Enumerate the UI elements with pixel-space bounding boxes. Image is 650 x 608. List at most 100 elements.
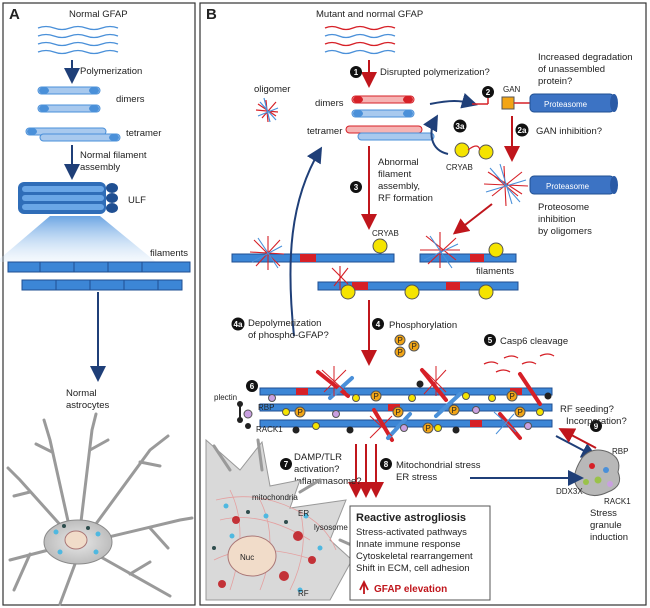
- step4-label: Phosphorylation: [389, 320, 457, 331]
- filaments-label-a: filaments: [150, 248, 188, 259]
- prot-inhib-label-3: by oligomers: [538, 226, 592, 237]
- reactive-astrocyte: [205, 438, 360, 601]
- cryab-cluster: [454, 142, 494, 160]
- oligomer-label: oligomer: [254, 84, 290, 95]
- filaments-label-b: filaments: [476, 266, 514, 277]
- panel-a-letter: A: [9, 6, 20, 23]
- step-3-badge: 3: [350, 181, 362, 193]
- svg-text:2a: 2a: [518, 126, 527, 135]
- mitochondria-label: mitochondria: [252, 493, 298, 502]
- step-4a-badge: 4a: [231, 317, 245, 331]
- step2-label-3: protein?: [538, 76, 572, 87]
- up-arrow-icon: [359, 579, 369, 594]
- svg-text:6: 6: [250, 382, 255, 391]
- step4a-label-1: Depolymerization: [248, 318, 321, 329]
- step9-label-1: RF seeding?: [560, 404, 614, 415]
- organelles-a: [53, 524, 101, 555]
- zoom-cone: [0, 216, 156, 262]
- stress-label-3: induction: [590, 532, 628, 543]
- tetramer-label-b: tetramer: [307, 126, 342, 137]
- step4a-label-2: of phospho-GFAP?: [248, 330, 329, 341]
- svg-text:P: P: [518, 408, 523, 417]
- cryab-label-1: CRYAB: [446, 163, 473, 172]
- ulf-label: ULF: [128, 195, 146, 206]
- panel-b-letter: B: [206, 6, 217, 23]
- reactive-astrogliosis-box: Reactive astrogliosis Stress-activated p…: [349, 505, 491, 601]
- monomer-lines: [37, 25, 119, 55]
- nuc-label: Nuc: [240, 553, 254, 562]
- tetramer-shape: [25, 127, 121, 142]
- mixed-monomers: [324, 25, 396, 55]
- nucleus-a: [64, 530, 88, 550]
- reactive-item-3: Cytoskeletal rearrangement: [356, 551, 473, 562]
- svg-text:P: P: [398, 348, 403, 357]
- reactive-item-1: Stress-activated pathways: [356, 527, 467, 538]
- step9-label-2: Incorporation?: [566, 416, 627, 427]
- panel-b: B Mutant and normal GFAP 1 Disrupted pol…: [199, 2, 647, 606]
- step3-label-4: RF formation: [378, 193, 433, 204]
- step-2a-badge: 2a: [515, 123, 529, 137]
- svg-text:P: P: [412, 342, 417, 351]
- rbp-label: RBP: [258, 403, 274, 412]
- step9-arrow: [558, 428, 597, 449]
- dimers-label: dimers: [116, 94, 145, 105]
- step7-label-2: activation?: [294, 464, 339, 475]
- gan-box: [501, 96, 515, 110]
- step3-label-2: filament: [378, 169, 412, 180]
- step3-label-1: Abnormal: [378, 157, 419, 168]
- svg-text:P: P: [298, 408, 303, 417]
- svg-text:8: 8: [384, 460, 389, 469]
- step1-label: Disrupted polymerization?: [380, 67, 490, 78]
- step8-label-1: Mitochondrial stress: [396, 460, 481, 471]
- plectin-label: plectin: [214, 393, 237, 402]
- svg-text:P: P: [426, 424, 431, 433]
- proteasome-1: [529, 93, 618, 113]
- normal-astrocytes-label-2: astrocytes: [66, 400, 110, 411]
- oligomer-tangle: [255, 97, 279, 123]
- reactive-title: Reactive astrogliosis: [356, 512, 466, 524]
- reactive-filament-bundle: P P P P P P P: [259, 366, 553, 442]
- normal-astrocyte: [6, 412, 194, 606]
- rack1-label-2: RACK1: [604, 497, 631, 506]
- step-6-badge: 6: [246, 380, 258, 392]
- plectin-complex: [237, 401, 253, 429]
- svg-text:5: 5: [488, 336, 493, 345]
- step-4-badge: 4: [372, 318, 384, 330]
- casp6-fragments: [483, 353, 555, 373]
- rf-label: RF: [298, 589, 309, 598]
- panel-a: A Normal GFAP Polymerization dimers tetr…: [0, 2, 196, 606]
- dimer-shapes: [37, 86, 101, 113]
- stress-label-1: Stress: [590, 508, 617, 519]
- proteasome-label-2: Proteasome: [546, 182, 590, 191]
- step-3a-badge: 3a: [453, 119, 467, 133]
- gan-tail: [472, 98, 489, 105]
- tetramer-label: tetramer: [126, 128, 161, 139]
- mixed-dimers: [351, 95, 415, 118]
- step3a-curve-arrow: [423, 114, 449, 155]
- to-gan-arrow: [429, 93, 478, 109]
- svg-text:3: 3: [354, 183, 359, 192]
- cryab-on-filaments: [340, 238, 504, 300]
- rf-tangles-b: [249, 232, 460, 290]
- step5-label: Casp6 cleavage: [500, 336, 568, 347]
- normal-gfap-title: Normal GFAP: [69, 9, 128, 20]
- step4a-arrow: [289, 146, 323, 337]
- svg-text:P: P: [374, 392, 379, 401]
- rack1-label: RACK1: [256, 425, 283, 434]
- step7-label-3: Inflammasome?: [294, 476, 362, 487]
- er-label: ER: [298, 509, 309, 518]
- step2-label-2: of unassembled: [538, 64, 605, 75]
- step2a-label: GAN inhibition?: [536, 126, 602, 137]
- mixed-tetramer: [345, 125, 435, 141]
- svg-text:9: 9: [594, 422, 599, 431]
- stress-label-2: granule: [590, 520, 622, 531]
- prot-inhib-label-1: Proteosome: [538, 202, 589, 213]
- step-1-badge: 1: [350, 66, 362, 78]
- proteasome-2: [529, 175, 618, 195]
- rbp-label-2: RBP: [612, 447, 628, 456]
- dimers-label-b: dimers: [315, 98, 344, 109]
- normal-astrocytes-label-1: Normal: [66, 388, 97, 399]
- gan-label: GAN: [503, 85, 521, 94]
- step-2-badge: 2: [482, 86, 494, 98]
